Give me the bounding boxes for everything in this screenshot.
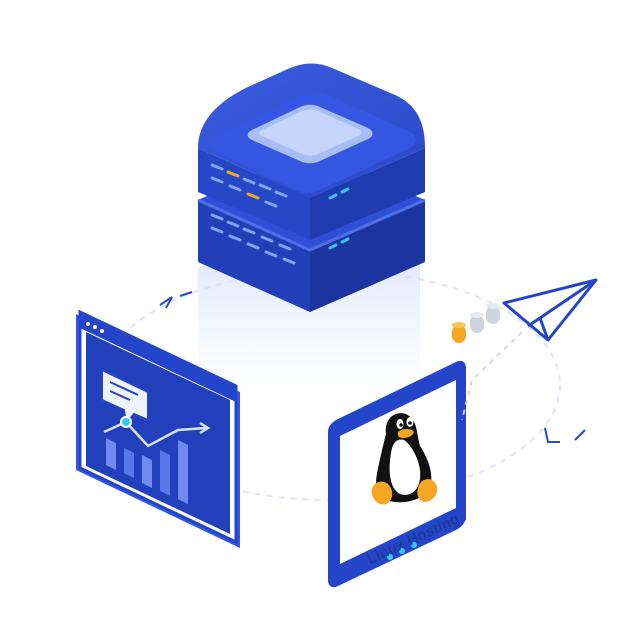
server-cyan-lights-upper [328, 187, 350, 200]
orbit-arrow-right-icon [544, 427, 586, 443]
server-indicator-lights-lower [210, 213, 296, 265]
coin-stack-icon [452, 303, 500, 343]
bar-chart-icon [106, 438, 188, 504]
server-stack-icon [197, 63, 426, 312]
card-dots [387, 542, 417, 560]
server-indicator-lights-upper [210, 163, 288, 208]
speech-bubble-icon [101, 368, 149, 427]
paper-plane-icon [461, 278, 598, 421]
analytics-window-icon [76, 309, 240, 548]
server-cyan-lights-lower [328, 237, 350, 250]
tux-penguin-icon [371, 413, 438, 505]
trend-line [103, 420, 207, 448]
orbit-arrow-left-icon [159, 291, 193, 309]
